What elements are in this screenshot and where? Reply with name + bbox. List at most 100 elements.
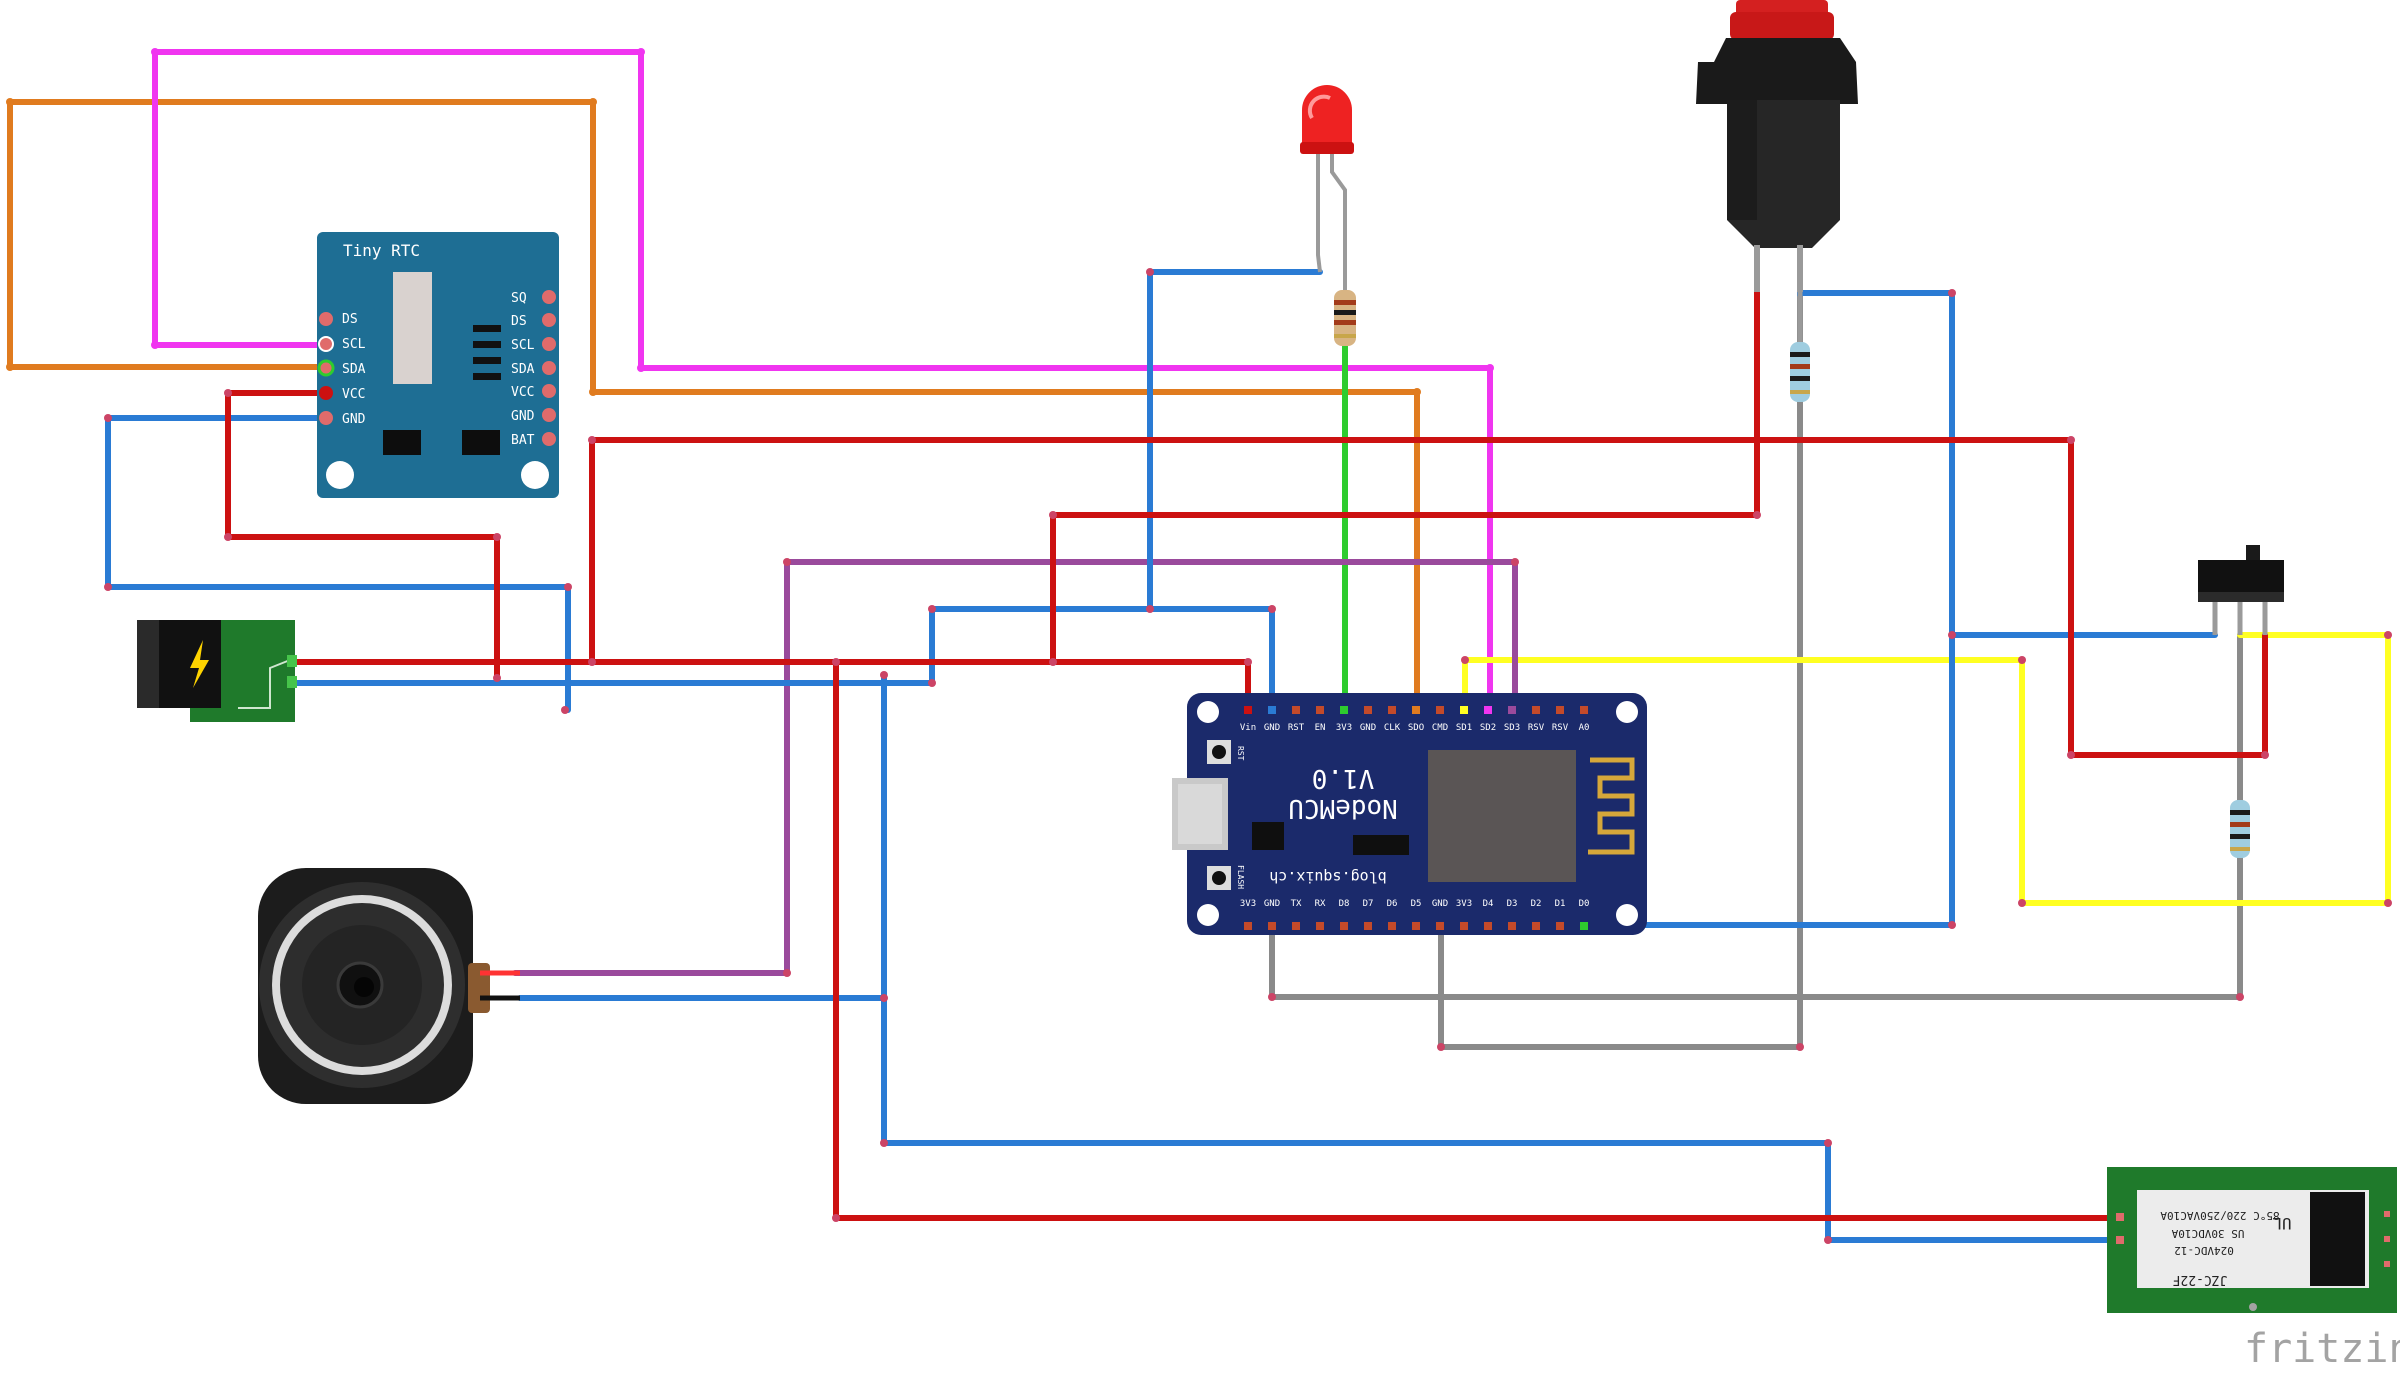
relay-pin[interactable] — [2384, 1211, 2390, 1217]
top-pin-en[interactable] — [1316, 706, 1324, 714]
top-pin-gnd[interactable] — [1268, 706, 1276, 714]
resistor-band — [2230, 822, 2250, 827]
dc-power-jack — [137, 620, 297, 722]
rtc-pin-label: GND — [511, 409, 535, 424]
rtc-pin[interactable] — [317, 359, 335, 377]
esp-module-shield — [1428, 750, 1576, 882]
rtc-pin[interactable] — [318, 336, 334, 352]
jack-pin[interactable] — [287, 676, 297, 688]
rtc-pin[interactable] — [542, 361, 556, 375]
board-chip — [1252, 822, 1284, 850]
resistor-band — [1334, 310, 1356, 315]
top-pin-label: CLK — [1384, 723, 1401, 733]
antenna-trace — [1588, 757, 1635, 855]
top-pin-sd2[interactable] — [1484, 706, 1492, 714]
led-resistor — [1334, 290, 1356, 346]
top-pin-sd1[interactable] — [1460, 706, 1468, 714]
rtc-chip-pin — [473, 325, 501, 332]
top-pin-vin[interactable] — [1244, 706, 1252, 714]
bottom-pin-3v3[interactable] — [1460, 922, 1468, 930]
bottom-pin-label: D3 — [1507, 899, 1518, 909]
rtc-pin-label: SCL — [511, 338, 535, 353]
board-mount-hole — [1616, 904, 1638, 926]
rtc-pin-label: SCL — [342, 337, 366, 352]
rtc-pin[interactable] — [542, 432, 556, 446]
relay-pin[interactable] — [2116, 1236, 2124, 1244]
rtc-pin[interactable] — [319, 386, 333, 400]
led-rim — [1300, 142, 1354, 154]
bottom-pin-d8[interactable] — [1340, 922, 1348, 930]
top-pin-label: GND — [1264, 723, 1280, 733]
wire-red-top — [589, 437, 2268, 758]
led-lead — [1330, 150, 1347, 292]
bottom-pin-label: D7 — [1363, 899, 1374, 909]
top-pin-sd3[interactable] — [1508, 706, 1516, 714]
top-pin-label: Vin — [1240, 723, 1256, 733]
relay-pin[interactable] — [2116, 1213, 2124, 1221]
rtc-left-pins: DS SCL SDA VCC GND — [317, 312, 366, 427]
bottom-pin-d4[interactable] — [1484, 922, 1492, 930]
bottom-pin-d2[interactable] — [1532, 922, 1540, 930]
nodemcu-version: V1.0 — [1312, 763, 1375, 793]
top-pin-rsv[interactable] — [1532, 706, 1540, 714]
rtc-pin[interactable] — [319, 411, 333, 425]
bottom-pin-tx[interactable] — [1292, 922, 1300, 930]
top-pin-label: GND — [1360, 723, 1376, 733]
bottom-pin-label: RX — [1315, 899, 1326, 909]
rtc-pin[interactable] — [542, 337, 556, 351]
bottom-pin-label: D5 — [1411, 899, 1422, 909]
resistor-band — [1790, 364, 1810, 369]
top-pin-clk[interactable] — [1388, 706, 1396, 714]
relay-spec-line: US 30VDC10A — [2171, 1227, 2244, 1240]
bottom-pin-d7[interactable] — [1364, 922, 1372, 930]
bottom-pin-gnd[interactable] — [1436, 922, 1444, 930]
rtc-mount-hole — [521, 461, 549, 489]
relay-coil-cover — [2310, 1192, 2365, 1286]
rtc-pin-label: VCC — [511, 385, 534, 400]
top-pin-gnd[interactable] — [1364, 706, 1372, 714]
bottom-pin-label: D6 — [1387, 899, 1398, 909]
rtc-pin[interactable] — [542, 290, 556, 304]
resistor-band — [1334, 334, 1356, 338]
rtc-chip-pin — [473, 357, 501, 364]
tiny-rtc-module: Tiny RTC DS SCL SDA VCC GND — [317, 232, 559, 498]
rtc-title: Tiny RTC — [343, 241, 420, 260]
bottom-pin-d5[interactable] — [1412, 922, 1420, 930]
relay-pin[interactable] — [2384, 1261, 2390, 1267]
board-mount-hole — [1616, 701, 1638, 723]
fritzing-logo-text: fritzing — [2244, 1326, 2400, 1372]
top-pin-label: 3V3 — [1336, 723, 1352, 733]
rtc-pin-label: SQ — [511, 291, 527, 306]
rtc-pin[interactable] — [542, 408, 556, 422]
top-pin-rsv[interactable] — [1556, 706, 1564, 714]
bottom-pin-d1[interactable] — [1556, 922, 1564, 930]
jack-pin[interactable] — [287, 655, 297, 667]
bottom-pin-3v3[interactable] — [1244, 922, 1252, 930]
bottom-pin-d0[interactable] — [1580, 922, 1588, 930]
wire-red-button — [1050, 287, 1760, 665]
top-pin-sdo[interactable] — [1412, 706, 1420, 714]
top-pin-3v3[interactable] — [1340, 706, 1348, 714]
bottom-pin-rx[interactable] — [1316, 922, 1324, 930]
rtc-pin[interactable] — [319, 312, 333, 326]
relay-pin[interactable] — [2384, 1236, 2390, 1242]
wire-blue-relay — [881, 995, 2123, 1243]
nodemcu-board: RST FLASH NodeMCU V1.0 blog.squix.ch Vin… — [1172, 693, 1647, 935]
rtc-battery-holder — [393, 272, 432, 384]
rtc-pin[interactable] — [542, 313, 556, 327]
bottom-pin-label: GND — [1432, 899, 1448, 909]
top-pin-a0[interactable] — [1580, 706, 1588, 714]
bottom-pin-label: TX — [1291, 899, 1302, 909]
rtc-pin-label: BAT — [511, 433, 535, 448]
bottom-pin-d3[interactable] — [1508, 922, 1516, 930]
fritzing-logo-dot — [2249, 1303, 2257, 1311]
rtc-chip-pin — [473, 373, 501, 380]
top-pin-label: A0 — [1579, 723, 1590, 733]
bottom-pin-gnd[interactable] — [1268, 922, 1276, 930]
rtc-pin[interactable] — [542, 384, 556, 398]
top-pin-rst[interactable] — [1292, 706, 1300, 714]
bottom-pin-d6[interactable] — [1388, 922, 1396, 930]
top-pin-cmd[interactable] — [1436, 706, 1444, 714]
top-pin-label: RST — [1288, 723, 1305, 733]
bottom-pin-label: D4 — [1483, 899, 1494, 909]
